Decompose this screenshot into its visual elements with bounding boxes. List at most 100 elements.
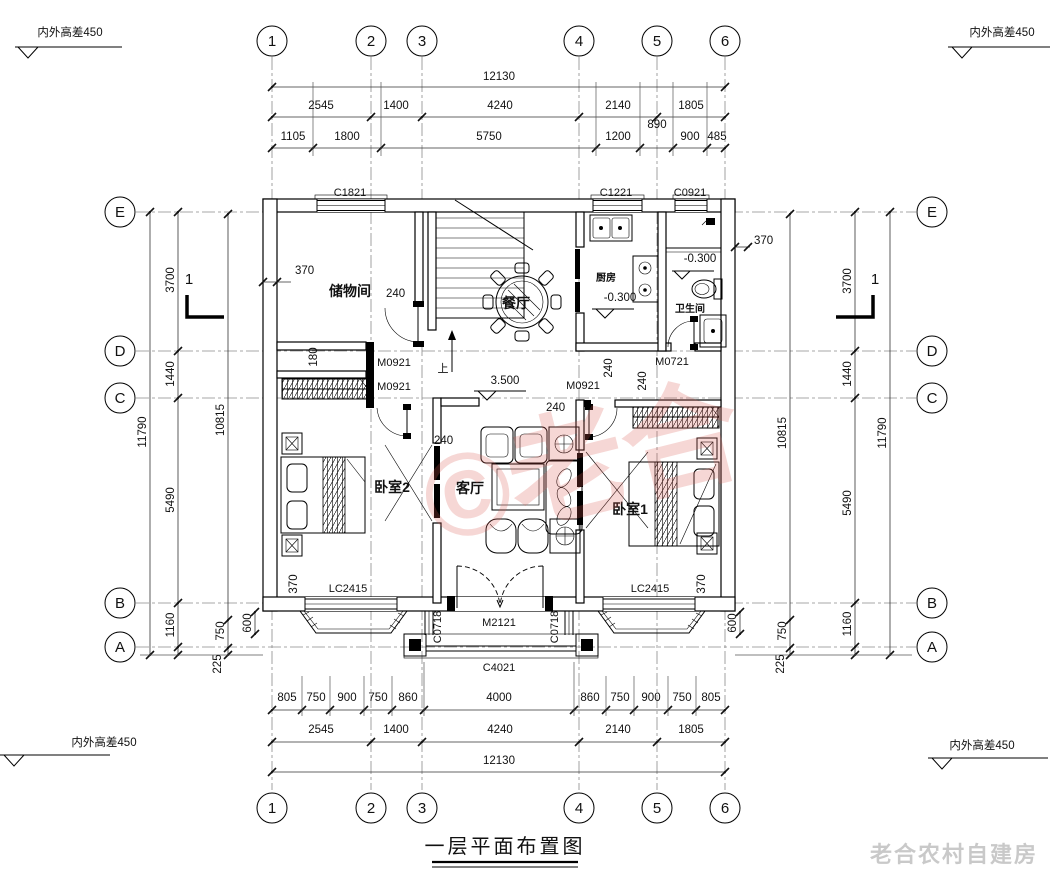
dim: 750 — [672, 692, 691, 704]
dim-bottom-total — [267, 767, 730, 777]
grid-row: C — [115, 390, 126, 407]
dim: 240 — [637, 371, 649, 390]
dim: 10815 — [777, 417, 789, 449]
section-number: 1 — [871, 271, 879, 288]
label-lc2415: LC2415 — [329, 583, 368, 595]
dim-top-total — [267, 82, 730, 92]
window-lc2415-right — [602, 597, 696, 611]
door-bed1-sliding — [577, 451, 649, 529]
room-label-bath: 卫生间 — [675, 302, 705, 315]
dim: 1400 — [383, 724, 409, 736]
dim: 240 — [546, 402, 565, 414]
dim: 225 — [775, 654, 787, 673]
window-lc2415-left — [304, 597, 398, 611]
grid-col: 5 — [653, 800, 661, 817]
window-c0921 — [672, 194, 710, 212]
label-c1821: C1821 — [334, 187, 366, 199]
door-bed2-sliding — [384, 444, 440, 522]
dim: 1160 — [842, 612, 854, 637]
dim: 2545 — [308, 724, 334, 736]
dim: 750 — [777, 621, 789, 640]
grid-bubbles-right: E D C B A — [916, 196, 948, 663]
bed1-furniture — [628, 437, 720, 555]
dim: 805 — [701, 692, 720, 704]
entry-porch — [403, 611, 599, 659]
level-value: 3.500 — [491, 375, 520, 387]
kitchen-sink — [589, 214, 633, 242]
corner-note-bottom-left: 内外高差450 — [0, 735, 137, 767]
dim: 1805 — [678, 724, 704, 736]
dim-right-mid — [850, 207, 860, 660]
window-c0718-left — [424, 611, 434, 635]
dim: 240 — [434, 435, 453, 447]
label-c0921: C0921 — [674, 187, 706, 199]
wardrobe-bed1 — [632, 406, 720, 429]
dim-left-bay — [250, 607, 260, 639]
door-storage-m0921 — [384, 301, 424, 347]
dining-table — [482, 262, 562, 342]
drawing-title-text: 一层平面布置图 — [425, 835, 586, 858]
dim: 4240 — [487, 100, 513, 112]
stair-up-label: 上 — [438, 362, 449, 375]
dim: 225 — [212, 654, 224, 673]
dim-extension-lines — [140, 82, 912, 716]
grid-row: D — [927, 343, 938, 360]
dim: 805 — [277, 692, 296, 704]
dim: 1440 — [165, 361, 177, 387]
grid-bubbles-left: E D C B A — [104, 196, 136, 663]
dim-bottom-major — [267, 737, 730, 747]
dim-total-top: 12130 — [483, 71, 515, 83]
label-c1221: C1221 — [600, 187, 632, 199]
grid-bubbles-top: 1 2 3 4 5 6 — [256, 25, 741, 57]
grid-col: 1 — [268, 33, 276, 50]
dim: 4000 — [486, 692, 512, 704]
room-label-storage: 储物间 — [328, 283, 371, 299]
dim-left-mid — [173, 207, 183, 660]
grid-col: 3 — [418, 33, 426, 50]
dim: 1105 — [281, 131, 306, 143]
dim: 900 — [641, 692, 660, 704]
dim: 3700 — [165, 267, 177, 293]
door-m2121 — [447, 565, 553, 611]
grid-col: 4 — [575, 800, 583, 817]
dim: 10815 — [215, 404, 227, 436]
grid-row: C — [927, 390, 938, 407]
label-c0718: C0718 — [549, 611, 561, 643]
door-kitchen-sliding — [575, 249, 580, 312]
label-m2121: M2121 — [482, 617, 516, 629]
dim: 370 — [754, 235, 773, 247]
room-label-living: 客厅 — [455, 480, 484, 496]
dim-top-major — [267, 112, 730, 122]
room-label-dining: 餐厅 — [501, 295, 530, 311]
dim: 11790 — [137, 416, 149, 447]
grid-col: 1 — [268, 800, 276, 817]
grid-row: A — [927, 639, 937, 656]
dim: 4240 — [487, 724, 513, 736]
grid-row: E — [115, 204, 125, 221]
grid-row: B — [115, 595, 125, 612]
dim: 750 — [368, 692, 387, 704]
dim: 5490 — [842, 490, 854, 516]
grid-col: 4 — [575, 33, 583, 50]
dim: 750 — [610, 692, 629, 704]
corner-note-text: 内外高差450 — [71, 735, 136, 749]
level-hall: 3.500 — [474, 375, 526, 401]
dim: 180 — [308, 347, 320, 366]
dim: 2140 — [605, 724, 631, 736]
dim-total-bottom: 12130 — [483, 755, 515, 767]
interior-dims: 370 240 180 240 240 240 240 370 370 370 — [258, 235, 773, 594]
dim-bottom-minor — [267, 705, 730, 715]
staircase — [436, 199, 534, 372]
label-lc2415: LC2415 — [631, 583, 670, 595]
label-m0921: M0921 — [566, 380, 600, 392]
grid-col: 6 — [721, 33, 729, 50]
room-label-bed1: 卧室1 — [612, 501, 648, 517]
corner-note-bottom-right: 内外高差450 — [928, 738, 1048, 770]
window-c1221 — [590, 194, 645, 212]
grid-row: B — [927, 595, 937, 612]
dim: 900 — [337, 692, 356, 704]
dim-top-minor — [267, 143, 730, 153]
dim: 600 — [727, 613, 739, 632]
kitchen-stove — [632, 255, 659, 303]
